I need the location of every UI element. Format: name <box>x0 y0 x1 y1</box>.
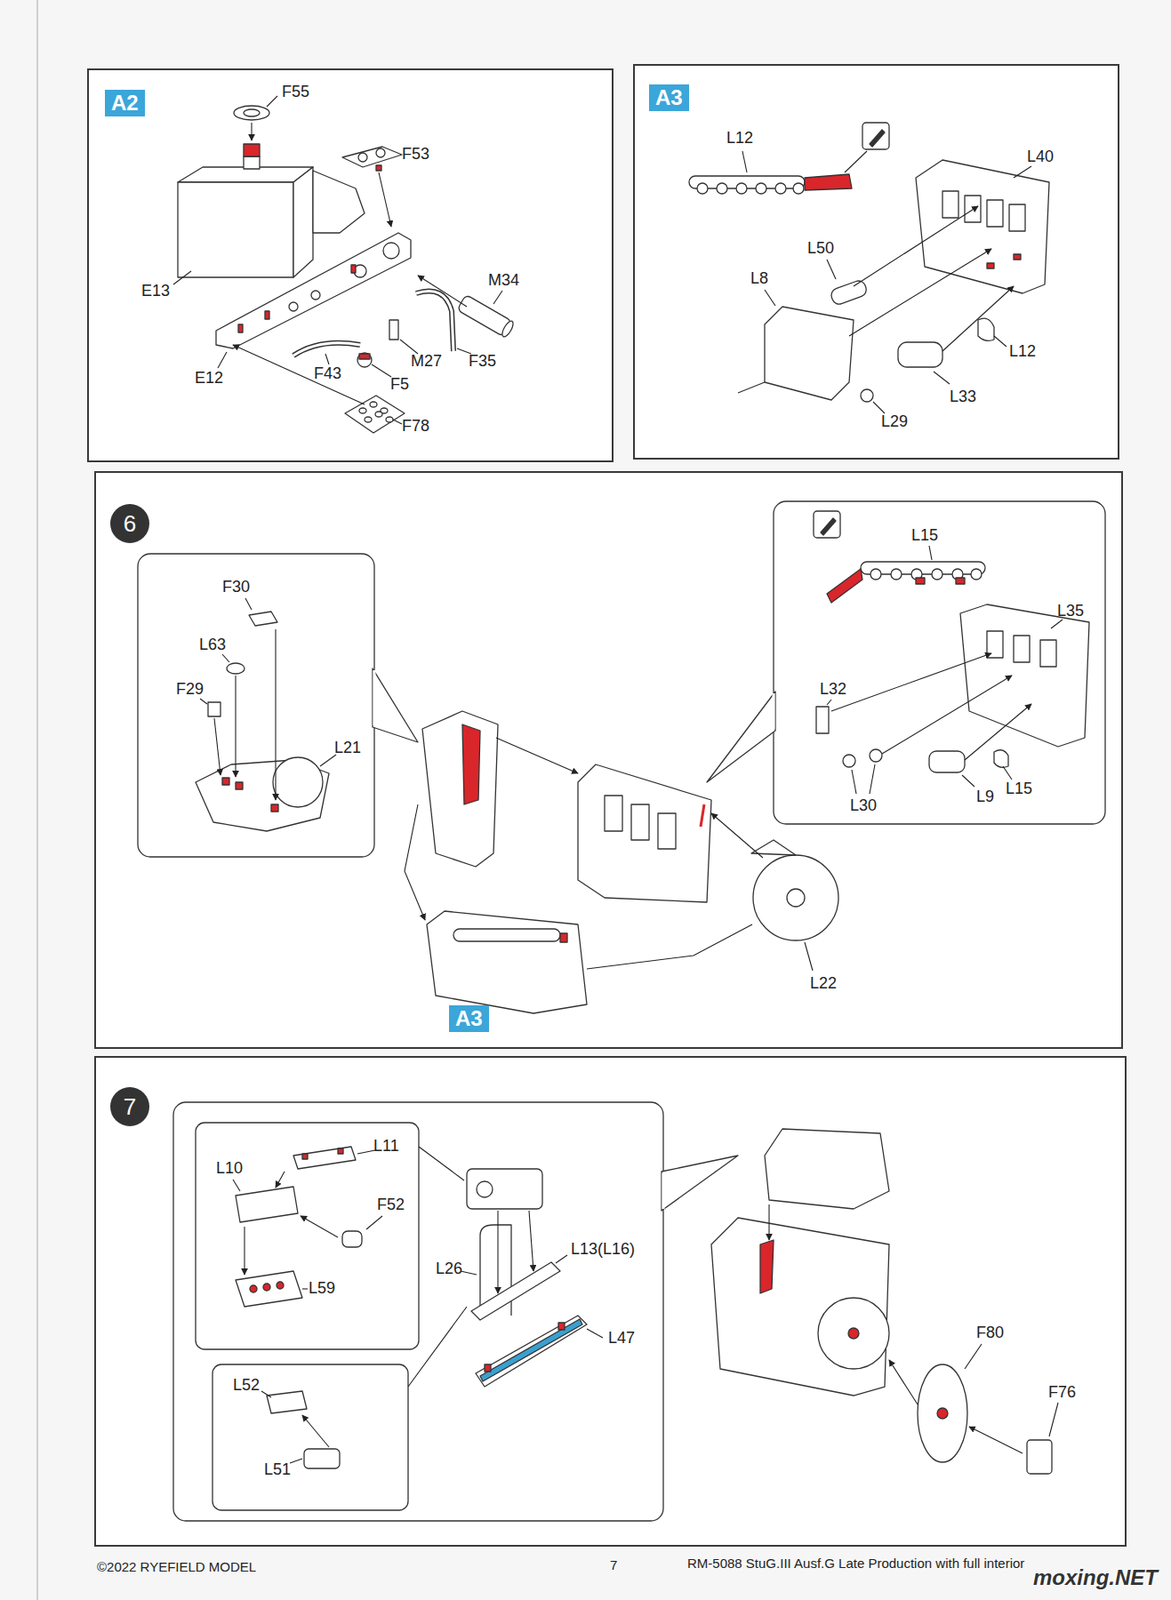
part-number: L33 <box>949 387 977 406</box>
part-number: L40 <box>1026 147 1054 166</box>
part-number: L8 <box>750 269 769 288</box>
copyright-note: ©2022 RYEFIELD MODEL <box>96 1559 257 1575</box>
part-number: L15 <box>911 526 939 545</box>
part-number: F76 <box>1048 1383 1076 1402</box>
part-number: F35 <box>468 352 497 370</box>
page-number: 7 <box>609 1557 618 1573</box>
part-number: L12 <box>726 128 754 147</box>
subassembly-badge: A2 <box>104 89 145 117</box>
subassembly-badge: A3 <box>649 84 690 112</box>
part-number: L32 <box>819 680 847 698</box>
part-number: F30 <box>222 577 250 596</box>
part-number: L35 <box>1057 601 1084 620</box>
part-number: L9 <box>976 787 995 806</box>
part-number: L51 <box>264 1460 291 1479</box>
part-number: E12 <box>194 368 224 387</box>
part-number: L22 <box>810 974 837 993</box>
part-number: L30 <box>850 796 877 815</box>
subassembly-tag: A3 <box>449 1005 490 1033</box>
part-number: L21 <box>334 738 361 757</box>
subassembly-panel: A3 <box>633 64 1120 460</box>
part-number: F29 <box>176 680 204 698</box>
product-title: RM-5088 StuG.III Ausf.G Late Production … <box>687 1555 1025 1572</box>
part-number: L47 <box>608 1329 635 1348</box>
subassembly-badge: A3 <box>449 1005 490 1033</box>
step-panel: 6A3 <box>94 471 1123 1050</box>
step-number: 7 <box>110 1087 150 1127</box>
part-number: L12 <box>1009 342 1036 361</box>
part-number: L52 <box>232 1376 260 1395</box>
watermark: moxing.NET <box>1033 1565 1158 1590</box>
part-number: F80 <box>976 1323 1004 1342</box>
part-number: L10 <box>216 1159 243 1178</box>
part-number: L13(L16) <box>570 1240 635 1259</box>
part-number: E13 <box>141 281 170 300</box>
part-number: L11 <box>373 1137 400 1155</box>
part-number: M27 <box>410 352 442 370</box>
part-number: F43 <box>313 364 342 383</box>
part-number: F55 <box>281 82 310 101</box>
part-number: M34 <box>488 271 520 289</box>
subassembly-panel: A2 <box>87 68 614 463</box>
part-number: L59 <box>308 1279 336 1298</box>
part-number: L63 <box>199 635 226 654</box>
part-number: L15 <box>1005 779 1033 798</box>
step-panel: 7 <box>94 1056 1127 1548</box>
part-number: F52 <box>376 1195 405 1214</box>
part-number: F5 <box>390 375 410 394</box>
part-number: L29 <box>881 412 908 431</box>
part-number: F53 <box>401 144 430 163</box>
step-number: 6 <box>110 504 150 544</box>
part-number: L50 <box>807 239 835 257</box>
part-number: L26 <box>435 1259 463 1278</box>
part-number: F78 <box>401 417 430 435</box>
